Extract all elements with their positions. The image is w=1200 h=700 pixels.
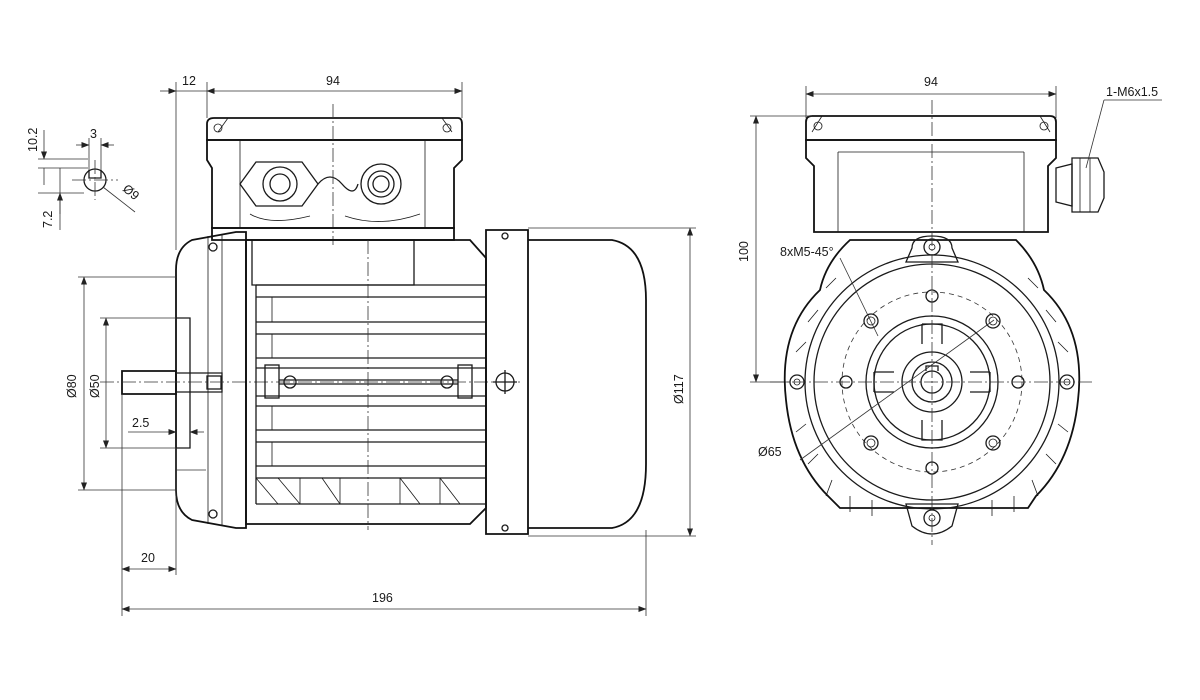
cable-gland-label: 1-M6x1.5 — [1106, 85, 1158, 99]
dim-spigot-label: Ø50 — [88, 374, 102, 398]
dim-fan-cover-label: Ø117 — [672, 374, 686, 404]
dim-spigot-depth-label: 2.5 — [132, 416, 149, 430]
dim-box-width-label: 94 — [326, 74, 340, 88]
bolt-holes-label: 8xM5-45° — [780, 245, 834, 259]
dim-shaft-length-label: 20 — [141, 551, 155, 565]
shaft-diameter-label: Ø9 — [120, 182, 142, 203]
dim-flange-offset-label: 12 — [182, 74, 196, 88]
end-view — [750, 86, 1162, 545]
keyway-lower-label: 7.2 — [41, 211, 55, 228]
dim-total-length-label: 196 — [372, 591, 393, 605]
end-height-label: 100 — [737, 241, 751, 262]
end-fins — [795, 277, 1069, 516]
cooling-fins — [255, 284, 486, 505]
dim-flange-outer-label: Ø80 — [65, 374, 79, 398]
pcd-label: Ø65 — [758, 445, 782, 459]
side-view — [78, 82, 696, 616]
keyway-detail — [38, 130, 136, 230]
keyway-upper-label: 10.2 — [26, 128, 40, 152]
end-box-width-label: 94 — [924, 75, 938, 89]
keyway-width-label: 3 — [90, 127, 97, 141]
